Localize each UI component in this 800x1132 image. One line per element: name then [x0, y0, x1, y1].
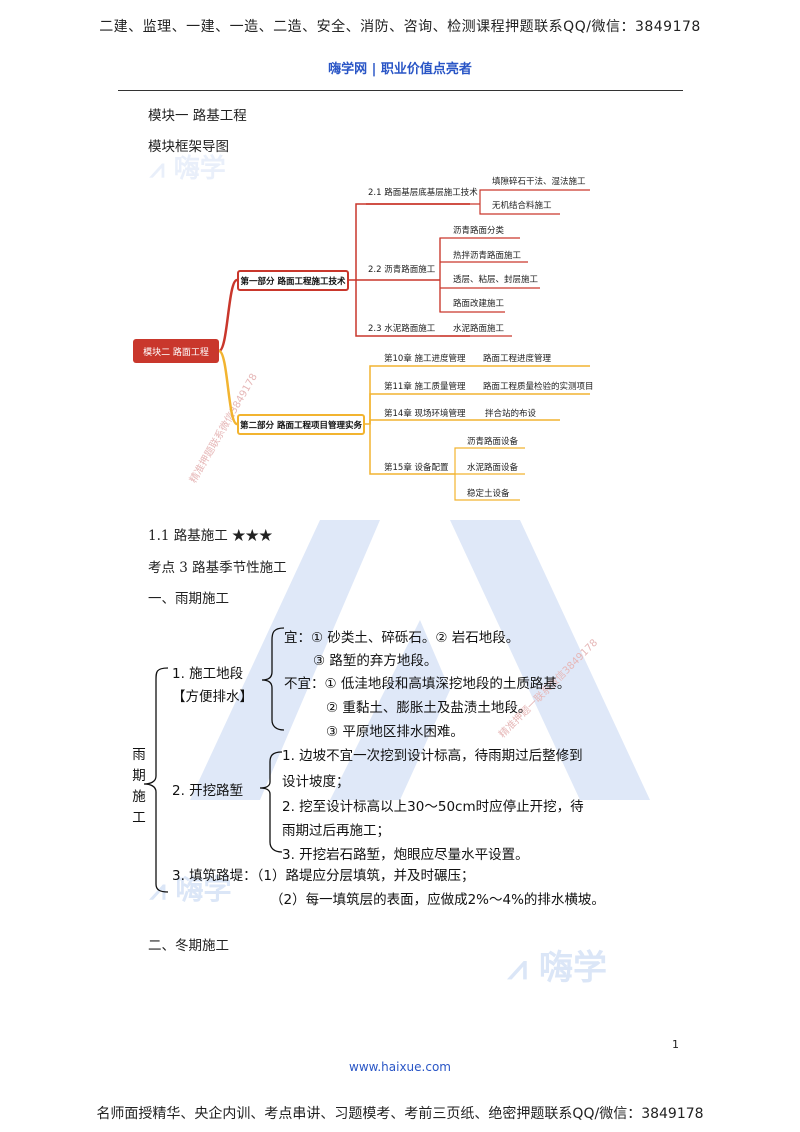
- rain-heading: 一、雨期施工: [148, 591, 229, 607]
- item1-label: 1. 施工地段: [172, 666, 244, 682]
- watermark-logo-small-2: ⩘ 嗨学: [150, 873, 232, 906]
- mindmap-leaf: 热拌沥青路面施工: [453, 251, 522, 261]
- winter-heading: 二、冬期施工: [148, 938, 229, 954]
- header-banner: 二建、监理、一建、一造、二造、安全、消防、咨询、检测课程押题联系QQ/微信：38…: [99, 19, 701, 35]
- mindmap-part2: 第二部分 路面工程项目管理实务: [237, 414, 365, 435]
- item3-line-2: （2）每一填筑层的表面，应做成2%～4%的排水横坡。: [270, 892, 605, 908]
- mindmap-leaf: 透层、粘层、封层施工: [453, 275, 539, 285]
- mindmap-leaf: 稳定土设备: [467, 489, 510, 499]
- side-char: 期: [132, 768, 146, 784]
- side-char: 工: [132, 810, 146, 826]
- item2-line-5: 3. 开挖岩石路堑，炮眼应尽量水平设置。: [282, 847, 529, 863]
- mindmap-leaf: 沥青路面设备: [467, 437, 519, 447]
- side-char: 雨: [132, 747, 146, 763]
- item2-line-4: 雨期过后再施工；: [282, 823, 390, 839]
- mindmap-branch-2-1: 2.1 路面基层底基层施工技术: [368, 188, 478, 198]
- header-divider: [118, 90, 683, 91]
- unsuitable-line-2: ② 重黏土、膨胀土及盐渍土地段。: [326, 700, 532, 716]
- footer-banner: 名师面授精华、央企内训、考点串讲、习题模考、考前三页纸、绝密押题联系QQ/微信：…: [96, 1106, 704, 1122]
- item3-line-1: 3. 填筑路堤：（1）路堤应分层填筑，并及时碾压；: [172, 868, 475, 884]
- mindmap-leaf: 水泥路面设备: [467, 463, 519, 473]
- watermark-a-icon: ⩘: [508, 948, 528, 988]
- mindmap-branch-ch11: 第11章 施工质量管理: [384, 382, 466, 392]
- watermark-a-icon: ⩘: [150, 154, 165, 184]
- mindmap-leaf: 路面改建施工: [453, 299, 505, 309]
- mindmap-branch-2-3: 2.3 水泥路面施工: [368, 324, 436, 334]
- mindmap-leaf: 水泥路面施工: [453, 324, 505, 334]
- footer-url[interactable]: www.haixue.com: [349, 1060, 451, 1074]
- watermark-logo-small-3: ⩘ 嗨学: [508, 948, 608, 988]
- mindmap-leaf: 路面工程质量检验的实测项目: [483, 382, 594, 392]
- framework-title: 模块框架导图: [148, 139, 229, 155]
- mindmap-branch-ch15: 第15章 设备配置: [384, 463, 449, 473]
- module-title: 模块一 路基工程: [148, 108, 247, 124]
- brand-tagline: 嗨学网 | 职业价值点亮者: [328, 62, 472, 77]
- mindmap-branch-ch14: 第14章 现场环境管理: [384, 409, 466, 419]
- mindmap-leaf: 路面工程进度管理: [483, 354, 552, 364]
- mindmap-leaf: 填隙碎石干法、湿法施工: [492, 177, 586, 187]
- mindmap-leaf: 沥青路面分类: [453, 226, 505, 236]
- watermark-logo-small: ⩘ 嗨学: [150, 154, 226, 184]
- item2-line-2: 设计坡度；: [282, 774, 350, 790]
- item2-label: 2. 开挖路堑: [172, 783, 244, 799]
- section-title: 1.1 路基施工 ★★★: [148, 528, 273, 544]
- suitable-line-1: 宜：① 砂类土、碎砾石。② 岩石地段。: [284, 630, 520, 646]
- mindmap-connectors: [217, 189, 590, 501]
- rain-side-label: 雨 期 施 工: [130, 745, 148, 829]
- suitable-line-2: ③ 路堑的弃方地段。: [313, 653, 438, 669]
- point-title: 考点 3 路基季节性施工: [148, 560, 287, 576]
- item2-line-1: 1. 边坡不宜一次挖到设计标高，待雨期过后整修到: [282, 748, 583, 764]
- mindmap-leaf: 无机结合料施工: [492, 201, 552, 211]
- mindmap-root: 模块二 路面工程: [133, 339, 219, 363]
- side-char: 施: [132, 789, 146, 805]
- item2-line-3: 2. 挖至设计标高以上30～50cm时应停止开挖，待: [282, 799, 584, 815]
- unsuitable-line-3: ③ 平原地区排水困难。: [326, 724, 464, 740]
- mindmap-part1: 第一部分 路面工程施工技术: [237, 270, 349, 291]
- unsuitable-line-1: 不宜：① 低洼地段和高填深挖地段的土质路基。: [284, 676, 571, 692]
- mindmap-leaf: 拌合站的布设: [485, 409, 537, 419]
- page-number: 1: [672, 1038, 679, 1051]
- mindmap-branch-ch10: 第10章 施工进度管理: [384, 354, 466, 364]
- mindmap-branch-2-2: 2.2 沥青路面施工: [368, 265, 436, 275]
- item1-sub: 【方便排水】: [172, 689, 253, 705]
- watermark-logo-icon: [190, 520, 650, 800]
